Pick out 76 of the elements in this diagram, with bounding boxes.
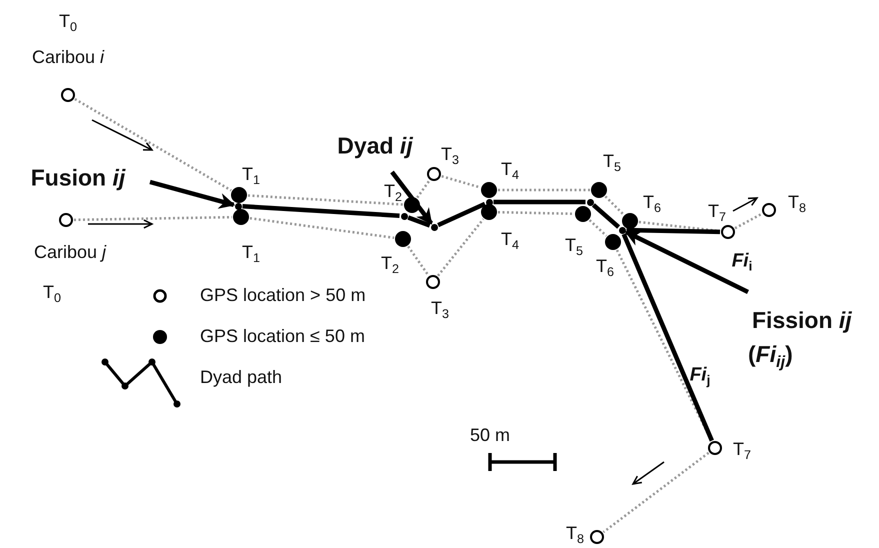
filled-location-dot (481, 204, 497, 220)
filled-location-dot (605, 234, 621, 250)
time-label: T$_{0}$ (59, 12, 77, 32)
time-label: T$_{8}$ (788, 193, 806, 213)
filled-location-dot (591, 182, 607, 198)
open-location-dot (426, 275, 440, 289)
track-line (248, 194, 404, 206)
track-line (734, 212, 763, 230)
callout-arrow (149, 180, 236, 209)
dyad-path-vertex (618, 226, 626, 234)
time-label: T$_{2}$ (384, 182, 402, 202)
scale-label: 50 m (470, 426, 510, 446)
callout-arrow (390, 170, 434, 225)
time-label: T$_{6}$ (596, 257, 614, 277)
dyad-path-vertex (486, 198, 492, 206)
open-location-dot (708, 441, 722, 455)
legend-label: GPS location > 50 m (200, 286, 366, 306)
edge-label: Fi$_{i}$ (732, 252, 752, 272)
legend-label: GPS location ≤ 50 m (200, 327, 365, 347)
callout-label: Fission ij (752, 308, 852, 334)
track-line (602, 452, 710, 534)
filled-location-dot (395, 231, 411, 247)
callout-label: Dyad ij (337, 133, 413, 159)
dyad-path-line (437, 202, 486, 228)
track-line (437, 218, 484, 277)
time-label: T$_{3}$ (441, 145, 459, 165)
open-location-dot (427, 167, 441, 181)
track-line (250, 216, 394, 240)
time-label: T$_{0}$ (43, 283, 61, 303)
time-label: T$_{5}$ (565, 236, 583, 256)
track-line (74, 216, 232, 222)
time-label: T$_{5}$ (603, 152, 621, 172)
time-label: T$_{1}$ (242, 165, 260, 185)
dyad-path-vertex (430, 224, 438, 230)
track-line (407, 246, 430, 276)
track-line (498, 188, 590, 192)
open-location-dot (590, 530, 604, 544)
dyad-path-vertex (586, 198, 594, 206)
filled-location-dot (481, 182, 497, 198)
open-location-dot (61, 88, 75, 102)
time-label: T$_{4}$ (501, 160, 519, 180)
track-line (588, 219, 608, 237)
open-location-dot (762, 203, 776, 217)
callout-arrow (624, 230, 749, 294)
open-location-dot (721, 225, 735, 239)
time-label: T$_{3}$ (431, 299, 449, 319)
time-label: T$_{7}$ (733, 440, 751, 460)
track-line (498, 210, 574, 216)
time-label: T$_{1}$ (242, 243, 260, 263)
animal-label: Caribou i (32, 48, 104, 68)
filled-location-dot (622, 213, 638, 229)
legend-label: Dyad path (200, 368, 282, 388)
filled-location-dot (233, 209, 249, 225)
dyad-path-line (626, 228, 720, 234)
dyad-path-vertex (400, 212, 408, 220)
edge-label: Fi$_{j}$ (690, 366, 710, 386)
dyad-path-line (242, 204, 400, 218)
time-label: T$_{8}$ (566, 524, 584, 544)
time-label: T$_{6}$ (643, 193, 661, 213)
dyad-path-line (494, 200, 586, 204)
filled-location-dot (575, 206, 591, 222)
track-line (416, 180, 430, 198)
callout-label: Fusion ij (30, 165, 126, 191)
dyad-path-vertex (234, 202, 242, 210)
track-line (441, 175, 481, 189)
track-line (74, 98, 232, 192)
filled-location-dot (404, 197, 420, 213)
filled-location-dot (231, 187, 247, 203)
dyad-path-line (592, 203, 620, 229)
track-line (604, 195, 625, 216)
animal-label: Caribou j (34, 243, 106, 263)
time-label: T$_{4}$ (501, 230, 519, 250)
time-label: T$_{7}$ (708, 202, 726, 222)
open-location-dot (59, 213, 73, 227)
dyad-path-line (407, 215, 431, 228)
time-label: T$_{2}$ (381, 254, 399, 274)
